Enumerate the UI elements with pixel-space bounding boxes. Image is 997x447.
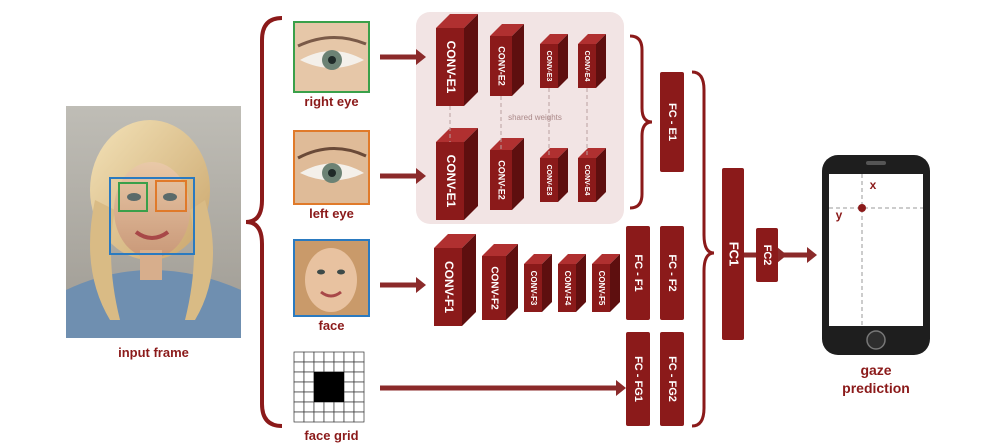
input-frame-photo — [66, 106, 241, 338]
input-frame-label: input frame — [118, 345, 189, 360]
face-grid — [293, 351, 365, 423]
right-eye-conv-e3-label: CONV-E3 — [545, 51, 552, 82]
arrow-face-grid-head — [616, 380, 626, 396]
input-brace — [245, 16, 283, 428]
left-eye-conv-e4-label: CONV-E4 — [583, 165, 590, 196]
right-eye-conv-e1: CONV-E1 — [436, 14, 478, 106]
axis-y-label: y — [835, 208, 843, 222]
right-eye-crop — [293, 21, 370, 93]
left-eye-box — [155, 180, 187, 212]
fc1-label: FC1 — [727, 242, 742, 267]
eye-brace — [629, 34, 653, 210]
fc1: FC1 — [722, 168, 744, 340]
face-conv-f1-label: CONV-F1 — [442, 261, 456, 313]
fc-e1: FC - E1 — [660, 72, 684, 172]
axis-x-label: x — [869, 178, 877, 192]
left-eye-crop — [293, 130, 370, 205]
left-eye-conv-e4: CONV-E4 — [578, 148, 606, 202]
face-conv-f1: CONV-F1 — [434, 234, 476, 326]
arrow-fc2-phone-head — [807, 247, 817, 263]
face-conv-f4-label: CONV-F4 — [563, 271, 572, 306]
left-eye-conv-e1-label: CONV-E1 — [444, 155, 458, 208]
arrow-face-head — [416, 277, 426, 293]
face-conv-f2-label: CONV-F2 — [488, 266, 499, 310]
fc-f1-label: FC - F1 — [632, 254, 644, 291]
face-conv-f5-label: CONV-F5 — [597, 271, 606, 306]
fc-e1-label: FC - E1 — [666, 103, 678, 141]
right-eye-box — [118, 182, 148, 212]
face-conv-f3: CONV-F3 — [524, 254, 552, 312]
fc-f1: FC - F1 — [626, 226, 650, 320]
prediction-label: prediction — [842, 380, 910, 396]
arrow-left-eye-head — [416, 168, 426, 184]
left-eye-conv-e2: CONV-E2 — [490, 138, 524, 210]
merge-braces — [629, 34, 715, 428]
face-box — [109, 177, 195, 255]
face-conv-f4: CONV-F4 — [558, 254, 586, 312]
left-eye-label: left eye — [309, 206, 354, 221]
arrow-right-eye-head — [416, 49, 426, 65]
face-label: face — [318, 318, 345, 333]
fc-layers: FC - E1 FC - F1 FC - F2 FC - FG1 FC - FG2 FC1… — [626, 72, 778, 426]
fc-brace — [691, 70, 715, 428]
fc2-label: FC2 — [761, 245, 773, 266]
right-eye-conv-e3: CONV-E3 — [540, 34, 568, 88]
right-eye-conv-e4: CONV-E4 — [578, 34, 606, 88]
fc-fg2-label: FC - FG2 — [666, 356, 678, 402]
left-eye-conv-e2-label: CONV-E2 — [497, 160, 507, 200]
left-eye-conv-e3-label: CONV-E3 — [545, 165, 552, 196]
right-eye-conv-e2: CONV-E2 — [490, 24, 524, 96]
gaze-label: gaze — [860, 362, 892, 378]
right-eye-conv-e2-label: CONV-E2 — [497, 46, 507, 86]
face-conv-f3-label: CONV-F3 — [529, 271, 538, 306]
face-conv-f5: CONV-F5 — [592, 254, 620, 312]
face-grid-label: face grid — [304, 428, 359, 443]
face-conv-f2: CONV-F2 — [482, 244, 518, 320]
fc2: FC2 — [756, 228, 778, 282]
phone — [822, 155, 930, 355]
fc-f2-label: FC - F2 — [666, 254, 678, 291]
right-eye-label: right eye — [304, 94, 359, 109]
left-eye-conv-e3: CONV-E3 — [540, 148, 568, 202]
fc-fg2: FC - FG2 — [660, 332, 684, 426]
fc-f2: FC - F2 — [660, 226, 684, 320]
left-eye-conv-e1: CONV-E1 — [436, 128, 478, 220]
right-eye-conv-e1-label: CONV-E1 — [444, 41, 458, 94]
gaze-point — [858, 204, 866, 212]
fc-fg1: FC - FG1 — [626, 332, 650, 426]
shared-weights-label: shared weights — [508, 113, 562, 122]
right-eye-conv-e4-label: CONV-E4 — [583, 51, 590, 82]
fc-fg1-label: FC - FG1 — [632, 356, 644, 402]
face-crop — [293, 239, 370, 317]
